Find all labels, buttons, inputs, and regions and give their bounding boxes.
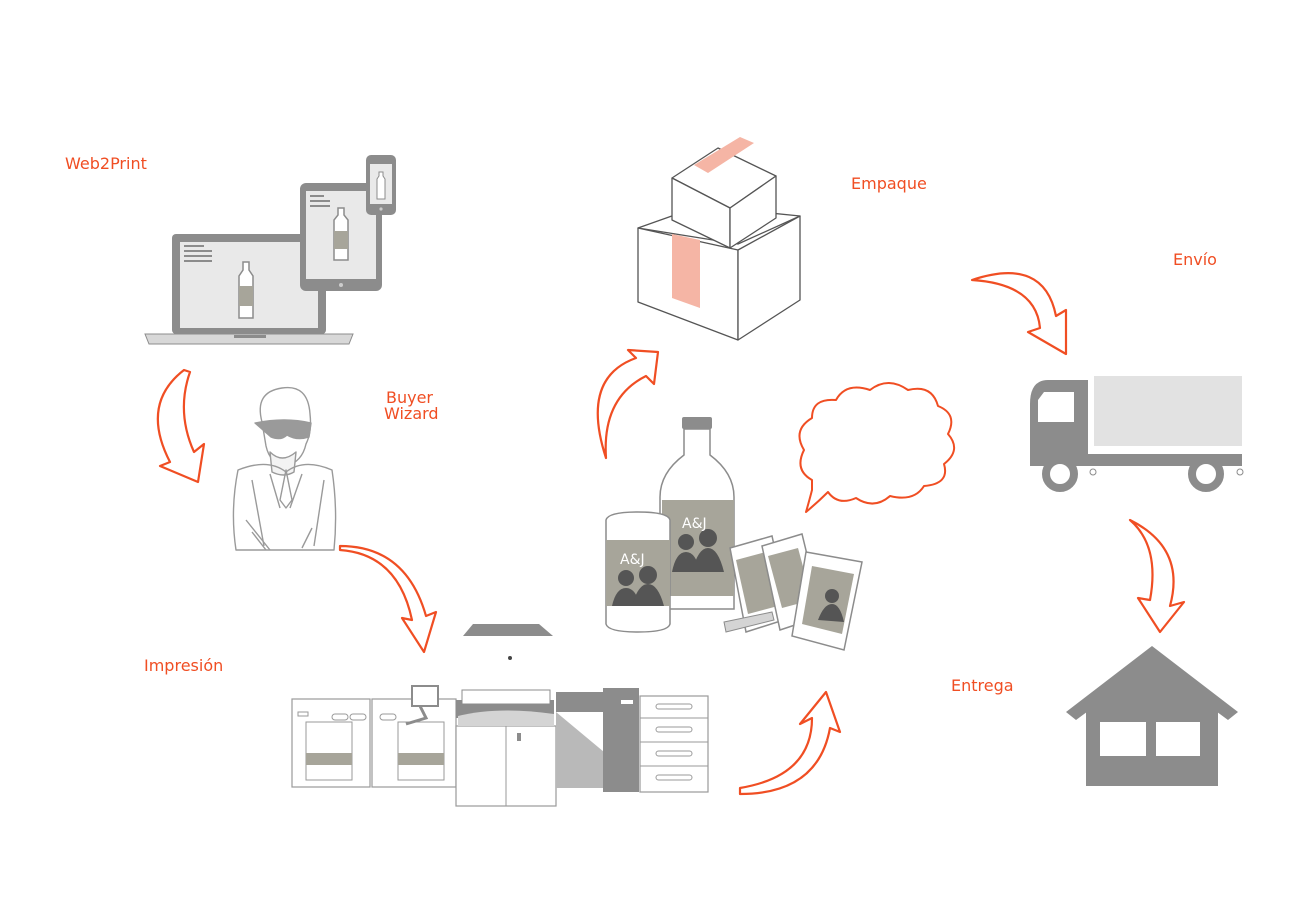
truck-icon <box>1030 376 1244 492</box>
arrow-boxes-to-truck <box>970 272 1068 356</box>
tablet-icon <box>300 183 382 291</box>
label-buyer-wizard-line1: Buyer <box>386 388 434 407</box>
can-icon <box>605 511 671 633</box>
label-producto: Producto <box>836 425 907 444</box>
bottle-label-text: A&J <box>682 516 707 532</box>
label-buyer-wizard-line2: Wizard <box>384 404 439 423</box>
boxes-icon <box>637 137 801 341</box>
phone-icon <box>366 155 396 215</box>
can-label-text: A&J <box>620 552 645 568</box>
label-empaque: Empaque <box>851 174 927 193</box>
laptop-icon <box>144 234 354 345</box>
arrow-web2print-to-buyer <box>156 368 206 484</box>
arrow-print-to-products <box>738 690 842 796</box>
label-web2print: Web2Print <box>65 154 147 173</box>
arrow-buyer-to-print <box>338 544 438 654</box>
arrow-products-to-boxes <box>596 348 660 460</box>
label-entrega: Entrega <box>951 676 1014 695</box>
house-icon <box>1066 646 1238 786</box>
label-envio: Envío <box>1173 250 1217 269</box>
books-icon <box>723 533 863 651</box>
arrow-truck-to-house <box>1128 518 1186 634</box>
cloud-icon <box>798 382 955 513</box>
bottle-icon <box>659 417 735 610</box>
products-illustration <box>605 417 863 651</box>
label-impresion: Impresión <box>144 656 224 675</box>
printing-press-icon <box>291 624 709 807</box>
buyer-person-icon <box>232 386 337 551</box>
